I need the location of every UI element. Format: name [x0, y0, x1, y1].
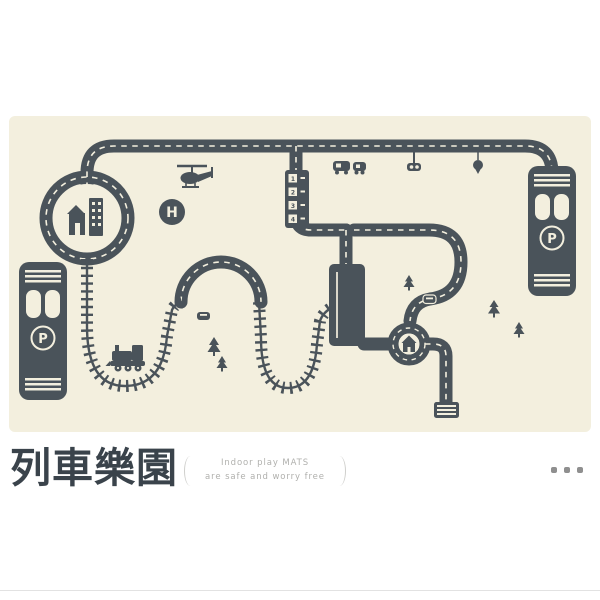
- product-title: 列車樂園: [10, 444, 178, 492]
- caption-bar: 列車樂園 Indoor play MATS are safe and worry…: [0, 444, 600, 506]
- floor-label-1: 1: [291, 176, 295, 183]
- helipad-label: H: [166, 205, 178, 221]
- tagline-line1: Indoor play MATS: [220, 458, 310, 469]
- car-icon: [333, 161, 366, 175]
- city-buildings-icon: [67, 198, 103, 236]
- left-roundabout: [53, 184, 121, 252]
- parking-station-right: P: [528, 166, 576, 296]
- tagline-text: Indoor play MATS are safe and worry free: [205, 457, 325, 484]
- balloon-icon: [473, 152, 483, 174]
- dead-end-road: [418, 337, 453, 410]
- divider-line: [0, 590, 600, 591]
- traffic-light-icon: [407, 152, 421, 171]
- helipad-sign: H: [159, 199, 185, 225]
- floor-label-4: 4: [291, 216, 295, 223]
- dot-icon[interactable]: [564, 467, 570, 473]
- right-bracket-decoration: [333, 456, 346, 486]
- playmat-illustration: H 1 2 3: [9, 116, 591, 432]
- parking-label-right: P: [547, 232, 557, 247]
- train-station-block: [329, 264, 365, 346]
- floor-label-2: 2: [291, 189, 295, 196]
- small-car-icon: [197, 294, 437, 320]
- train-icon: [105, 345, 145, 372]
- floor-label-3: 3: [291, 203, 295, 210]
- parking-station-left: P: [19, 262, 67, 400]
- roundabout-interior: [53, 184, 121, 252]
- buffer-stop: [434, 402, 459, 418]
- parking-label-left: P: [38, 332, 48, 347]
- house-roundabout: [398, 333, 420, 355]
- railway-rail-left: [85, 259, 185, 388]
- more-dots[interactable]: [551, 467, 583, 473]
- railway-rail-right: [257, 301, 334, 390]
- dot-icon[interactable]: [551, 467, 557, 473]
- left-bracket-decoration: [184, 456, 197, 486]
- right-loop-road: [347, 223, 468, 328]
- arc-bridge-road: [174, 255, 268, 309]
- helicopter-icon: [177, 164, 213, 188]
- tagline: Indoor play MATS are safe and worry free: [184, 456, 346, 486]
- dot-icon[interactable]: [577, 467, 583, 473]
- floor-building: 1 2 3 4: [285, 170, 309, 228]
- house-icon: [401, 335, 417, 352]
- tree-icon: [207, 275, 525, 372]
- tagline-line2: are safe and worry free: [205, 472, 325, 482]
- railway-track: [81, 259, 336, 395]
